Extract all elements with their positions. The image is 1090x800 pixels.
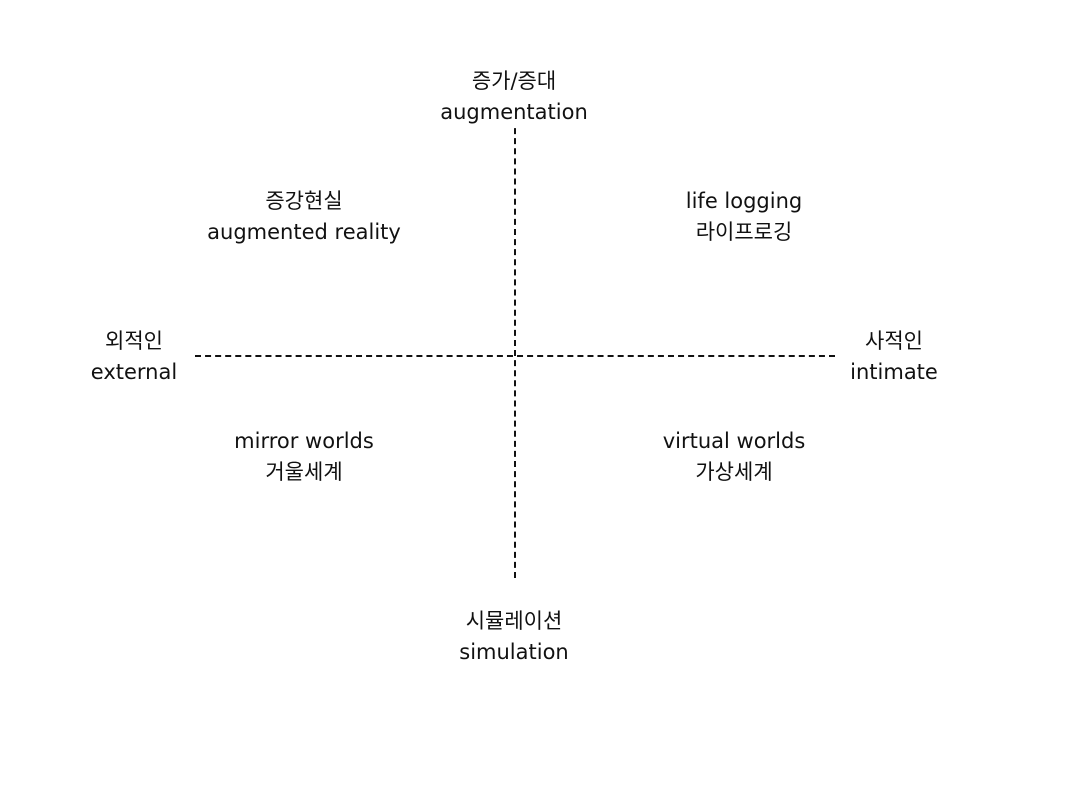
axis-label-bottom: 시뮬레이션 simulation <box>459 606 568 668</box>
axis-label-right-english: intimate <box>850 360 938 384</box>
quadrant-mirror-worlds: mirror worlds 거울세계 <box>234 426 374 488</box>
axis-label-left: 외적인 external <box>91 326 177 388</box>
axis-label-right: 사적인 intimate <box>850 326 938 388</box>
quadrant-virtual-worlds: virtual worlds 가상세계 <box>663 426 806 488</box>
axis-label-top-english: augmentation <box>436 97 592 128</box>
quadrant-mirror-worlds-korean: 거울세계 <box>265 460 343 484</box>
axis-label-bottom-korean: 시뮬레이션 <box>465 609 563 633</box>
quadrant-virtual-worlds-korean: 가상세계 <box>695 460 773 484</box>
axis-label-top: 증가/증대 augmentation <box>436 66 592 128</box>
vertical-dashed-axis <box>514 118 516 578</box>
axis-label-bottom-english: simulation <box>459 640 569 664</box>
horizontal-dashed-axis <box>195 355 835 357</box>
quadrant-life-logging-english: life logging <box>685 189 803 213</box>
quadrant-mirror-worlds-english: mirror worlds <box>234 429 374 453</box>
axis-label-right-korean: 사적인 <box>865 329 923 353</box>
quadrant-augmented-reality: 증강현실 augmented reality <box>207 186 401 248</box>
axis-label-top-korean: 증가/증대 <box>471 69 557 93</box>
quadrant-virtual-worlds-english: virtual worlds <box>662 429 806 453</box>
quadrant-life-logging-korean: 라이프로깅 <box>695 220 793 244</box>
quadrant-augmented-reality-english: augmented reality <box>207 220 401 244</box>
quadrant-augmented-reality-korean: 증강현실 <box>265 189 343 213</box>
axis-label-left-english: external <box>90 360 178 384</box>
quadrant-life-logging: life logging 라이프로깅 <box>686 186 802 248</box>
axis-label-left-korean: 외적인 <box>105 329 163 353</box>
